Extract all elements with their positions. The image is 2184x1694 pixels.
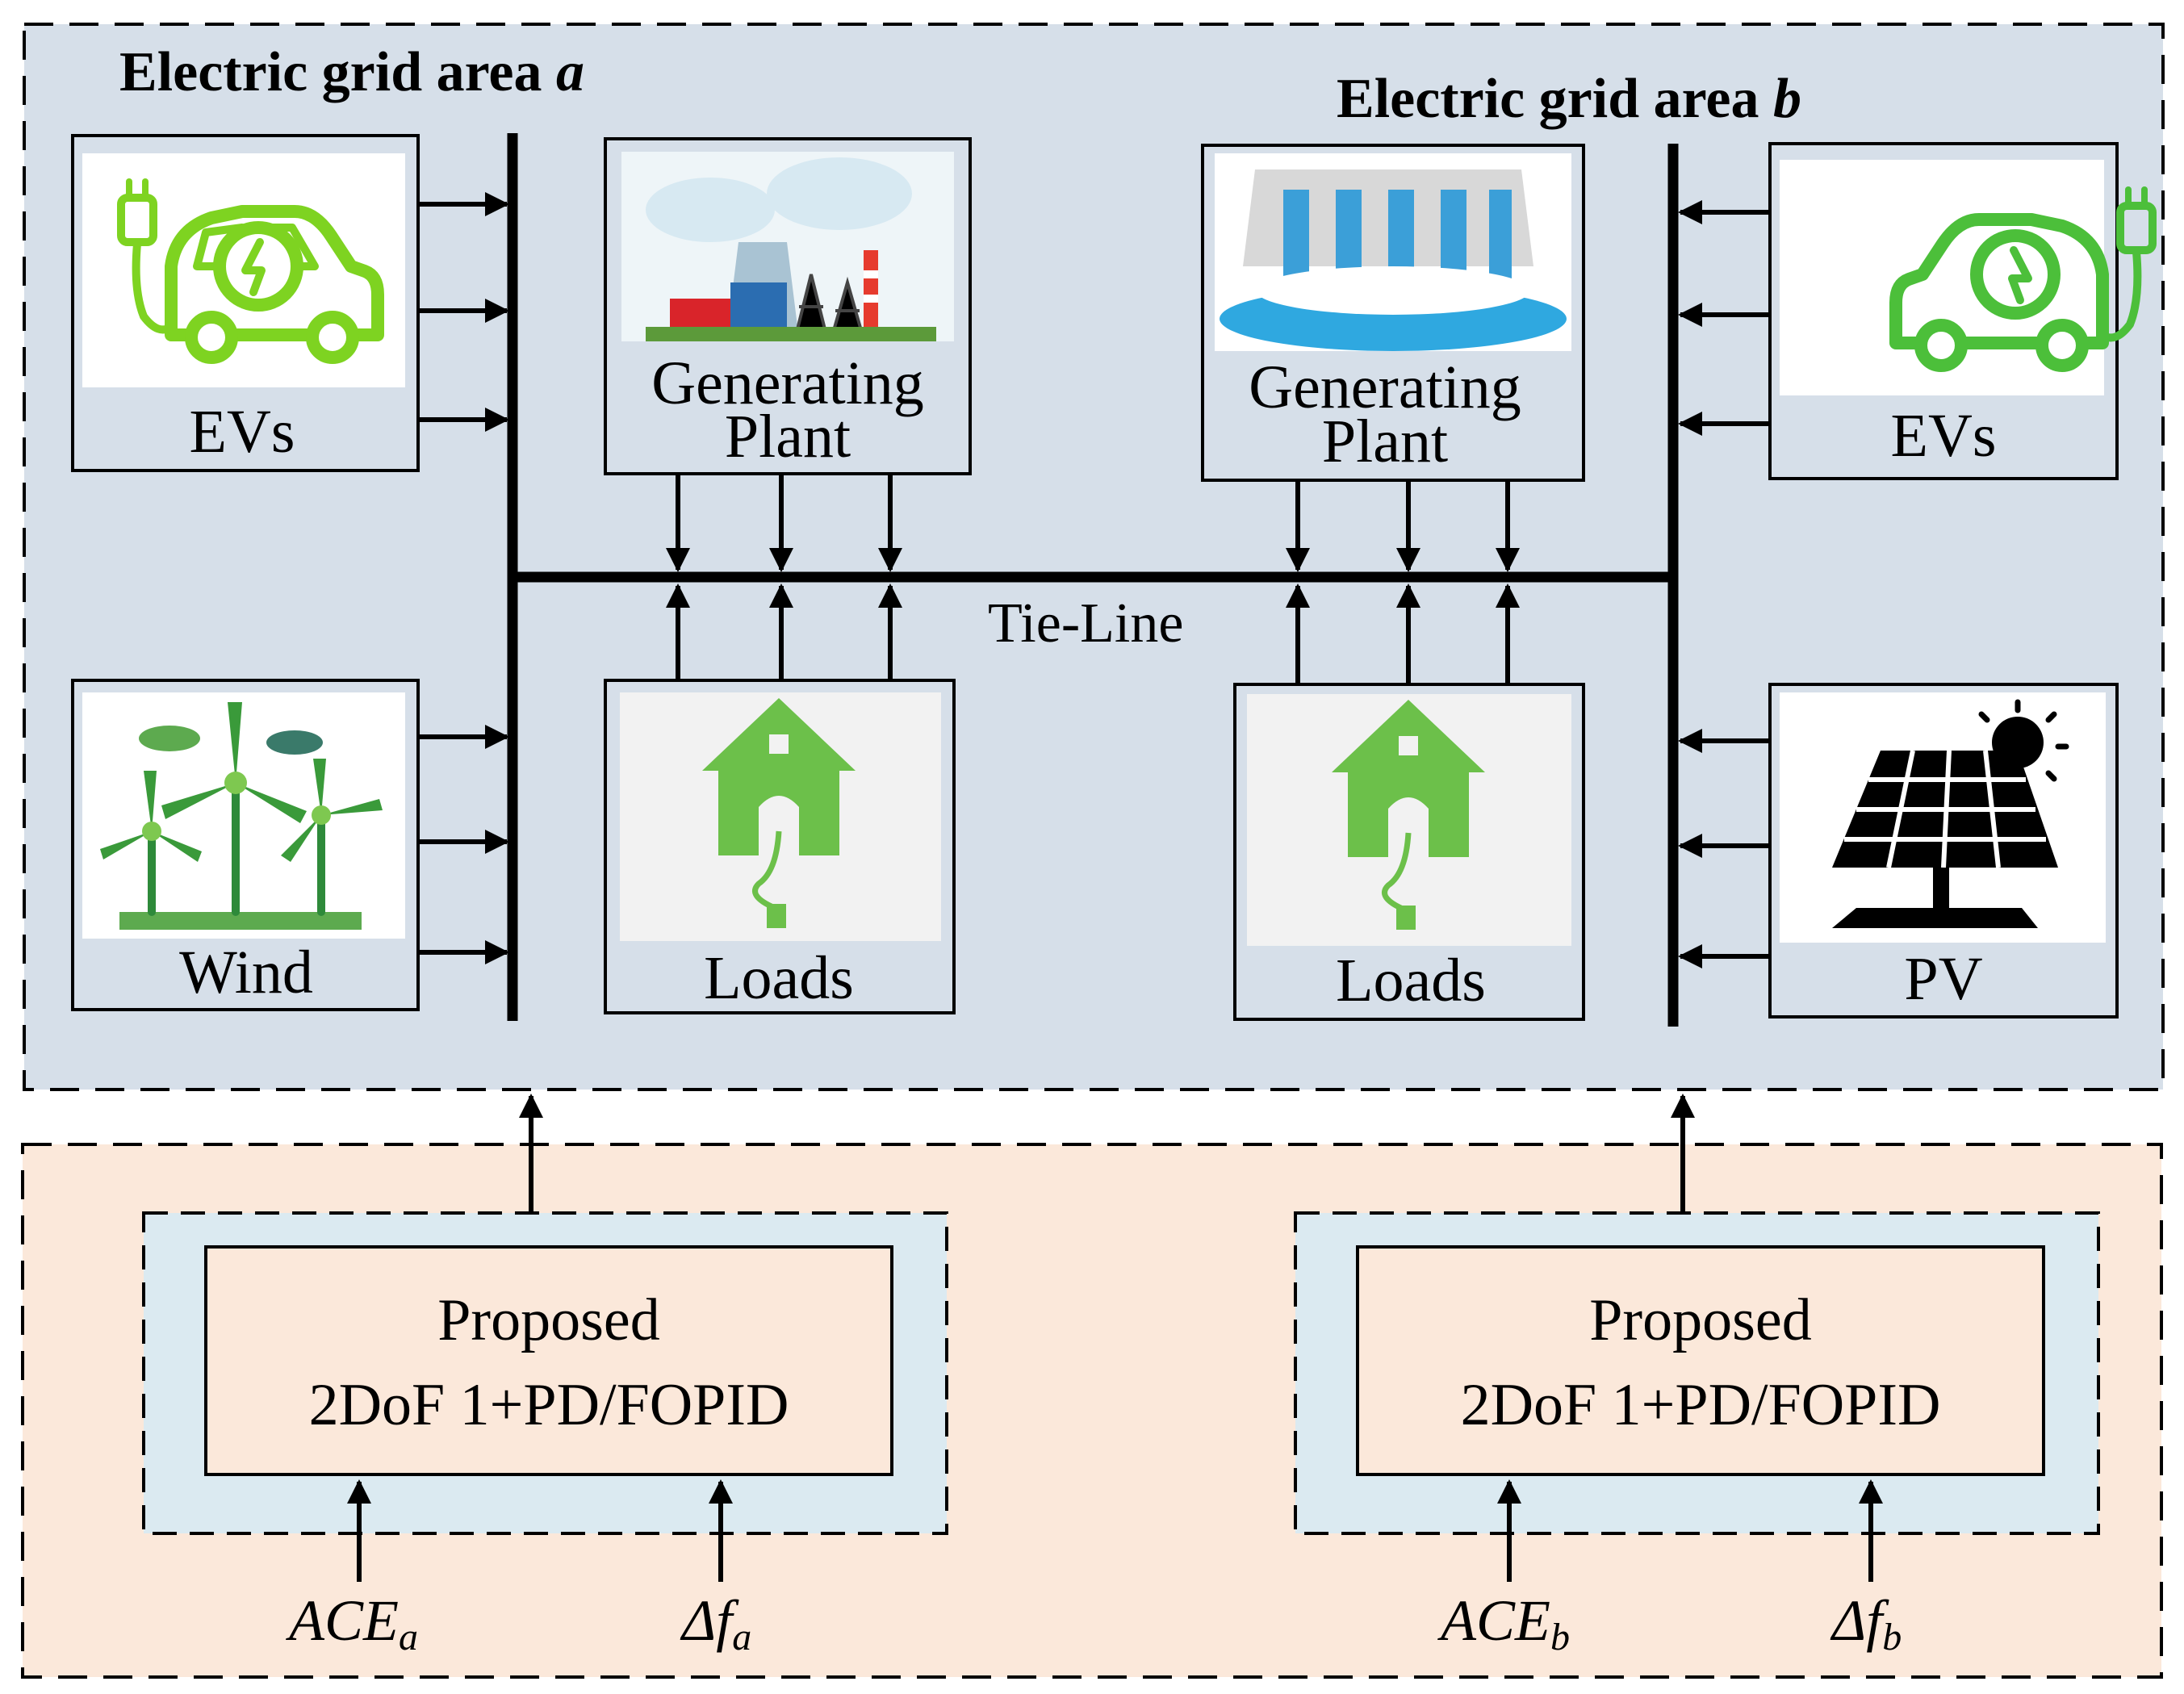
controller-b-line1: Proposed <box>1589 1287 1811 1353</box>
house-plug-icon <box>702 698 856 928</box>
controller-a: Proposed 2DoF 1+PD/FOPID <box>142 1211 948 1535</box>
plant-label-b-line1: Generating <box>1249 353 1521 421</box>
ev-b-arrows <box>1678 200 1770 436</box>
area-b-title: Electric grid area b <box>1337 68 1801 130</box>
ace-a-label: ACEa <box>286 1588 418 1658</box>
loads-label-a: Loads <box>704 944 854 1012</box>
wind-box-a: Wind <box>71 679 420 1011</box>
ev-car-icon <box>1889 186 2157 372</box>
plant-label-a-line2: Plant <box>725 403 851 471</box>
plant-b-arrows <box>1286 480 1520 572</box>
plant-box-a: Generating Plant <box>604 137 972 475</box>
tie-line-label: Tie-Line <box>988 592 1183 655</box>
ev-a-arrows <box>418 192 509 432</box>
loads-label-b: Loads <box>1336 947 1486 1014</box>
ev-box-a: EVs <box>71 134 420 472</box>
pv-b-arrows <box>1678 729 1770 968</box>
ev-box-b: EVs <box>1768 142 2157 480</box>
house-plug-icon <box>1332 700 1485 930</box>
area-a-title: Electric grid area a <box>119 41 584 103</box>
loads-box-b: Loads <box>1233 683 1585 1021</box>
ev-label-b: EVs <box>1891 402 1997 470</box>
power-plant-icon <box>646 157 936 341</box>
pv-label-b: PV <box>1904 945 1982 1013</box>
hydro-dam-icon <box>1220 169 1567 351</box>
ace-b-label: ACEb <box>1437 1588 1570 1658</box>
plant-a-arrows <box>666 474 902 572</box>
controller-a-line1: Proposed <box>437 1287 659 1353</box>
controller-a-line2: 2DoF 1+PD/FOPID <box>309 1372 789 1438</box>
pv-box-b: PV <box>1768 683 2119 1018</box>
loads-a-arrows <box>666 583 902 680</box>
loads-b-arrows <box>1286 583 1520 684</box>
solar-panel-icon <box>1832 699 2069 928</box>
wind-turbine-icon <box>100 702 383 930</box>
plant-label-b-line2: Plant <box>1322 408 1448 475</box>
df-a-label: Δfa <box>680 1588 751 1658</box>
ev-label-a: EVs <box>190 398 295 466</box>
controller-b-line2: 2DoF 1+PD/FOPID <box>1461 1372 1941 1438</box>
plant-box-b: Generating Plant <box>1201 144 1585 482</box>
ev-car-icon <box>117 178 384 364</box>
loads-box-a: Loads <box>604 679 956 1014</box>
plant-label-a-line1: Generating <box>651 349 924 417</box>
controller-b: Proposed 2DoF 1+PD/FOPID <box>1294 1211 2100 1535</box>
wind-label-a: Wind <box>179 939 313 1006</box>
df-b-label: Δfb <box>1830 1588 1902 1658</box>
wind-a-arrows <box>418 725 509 964</box>
